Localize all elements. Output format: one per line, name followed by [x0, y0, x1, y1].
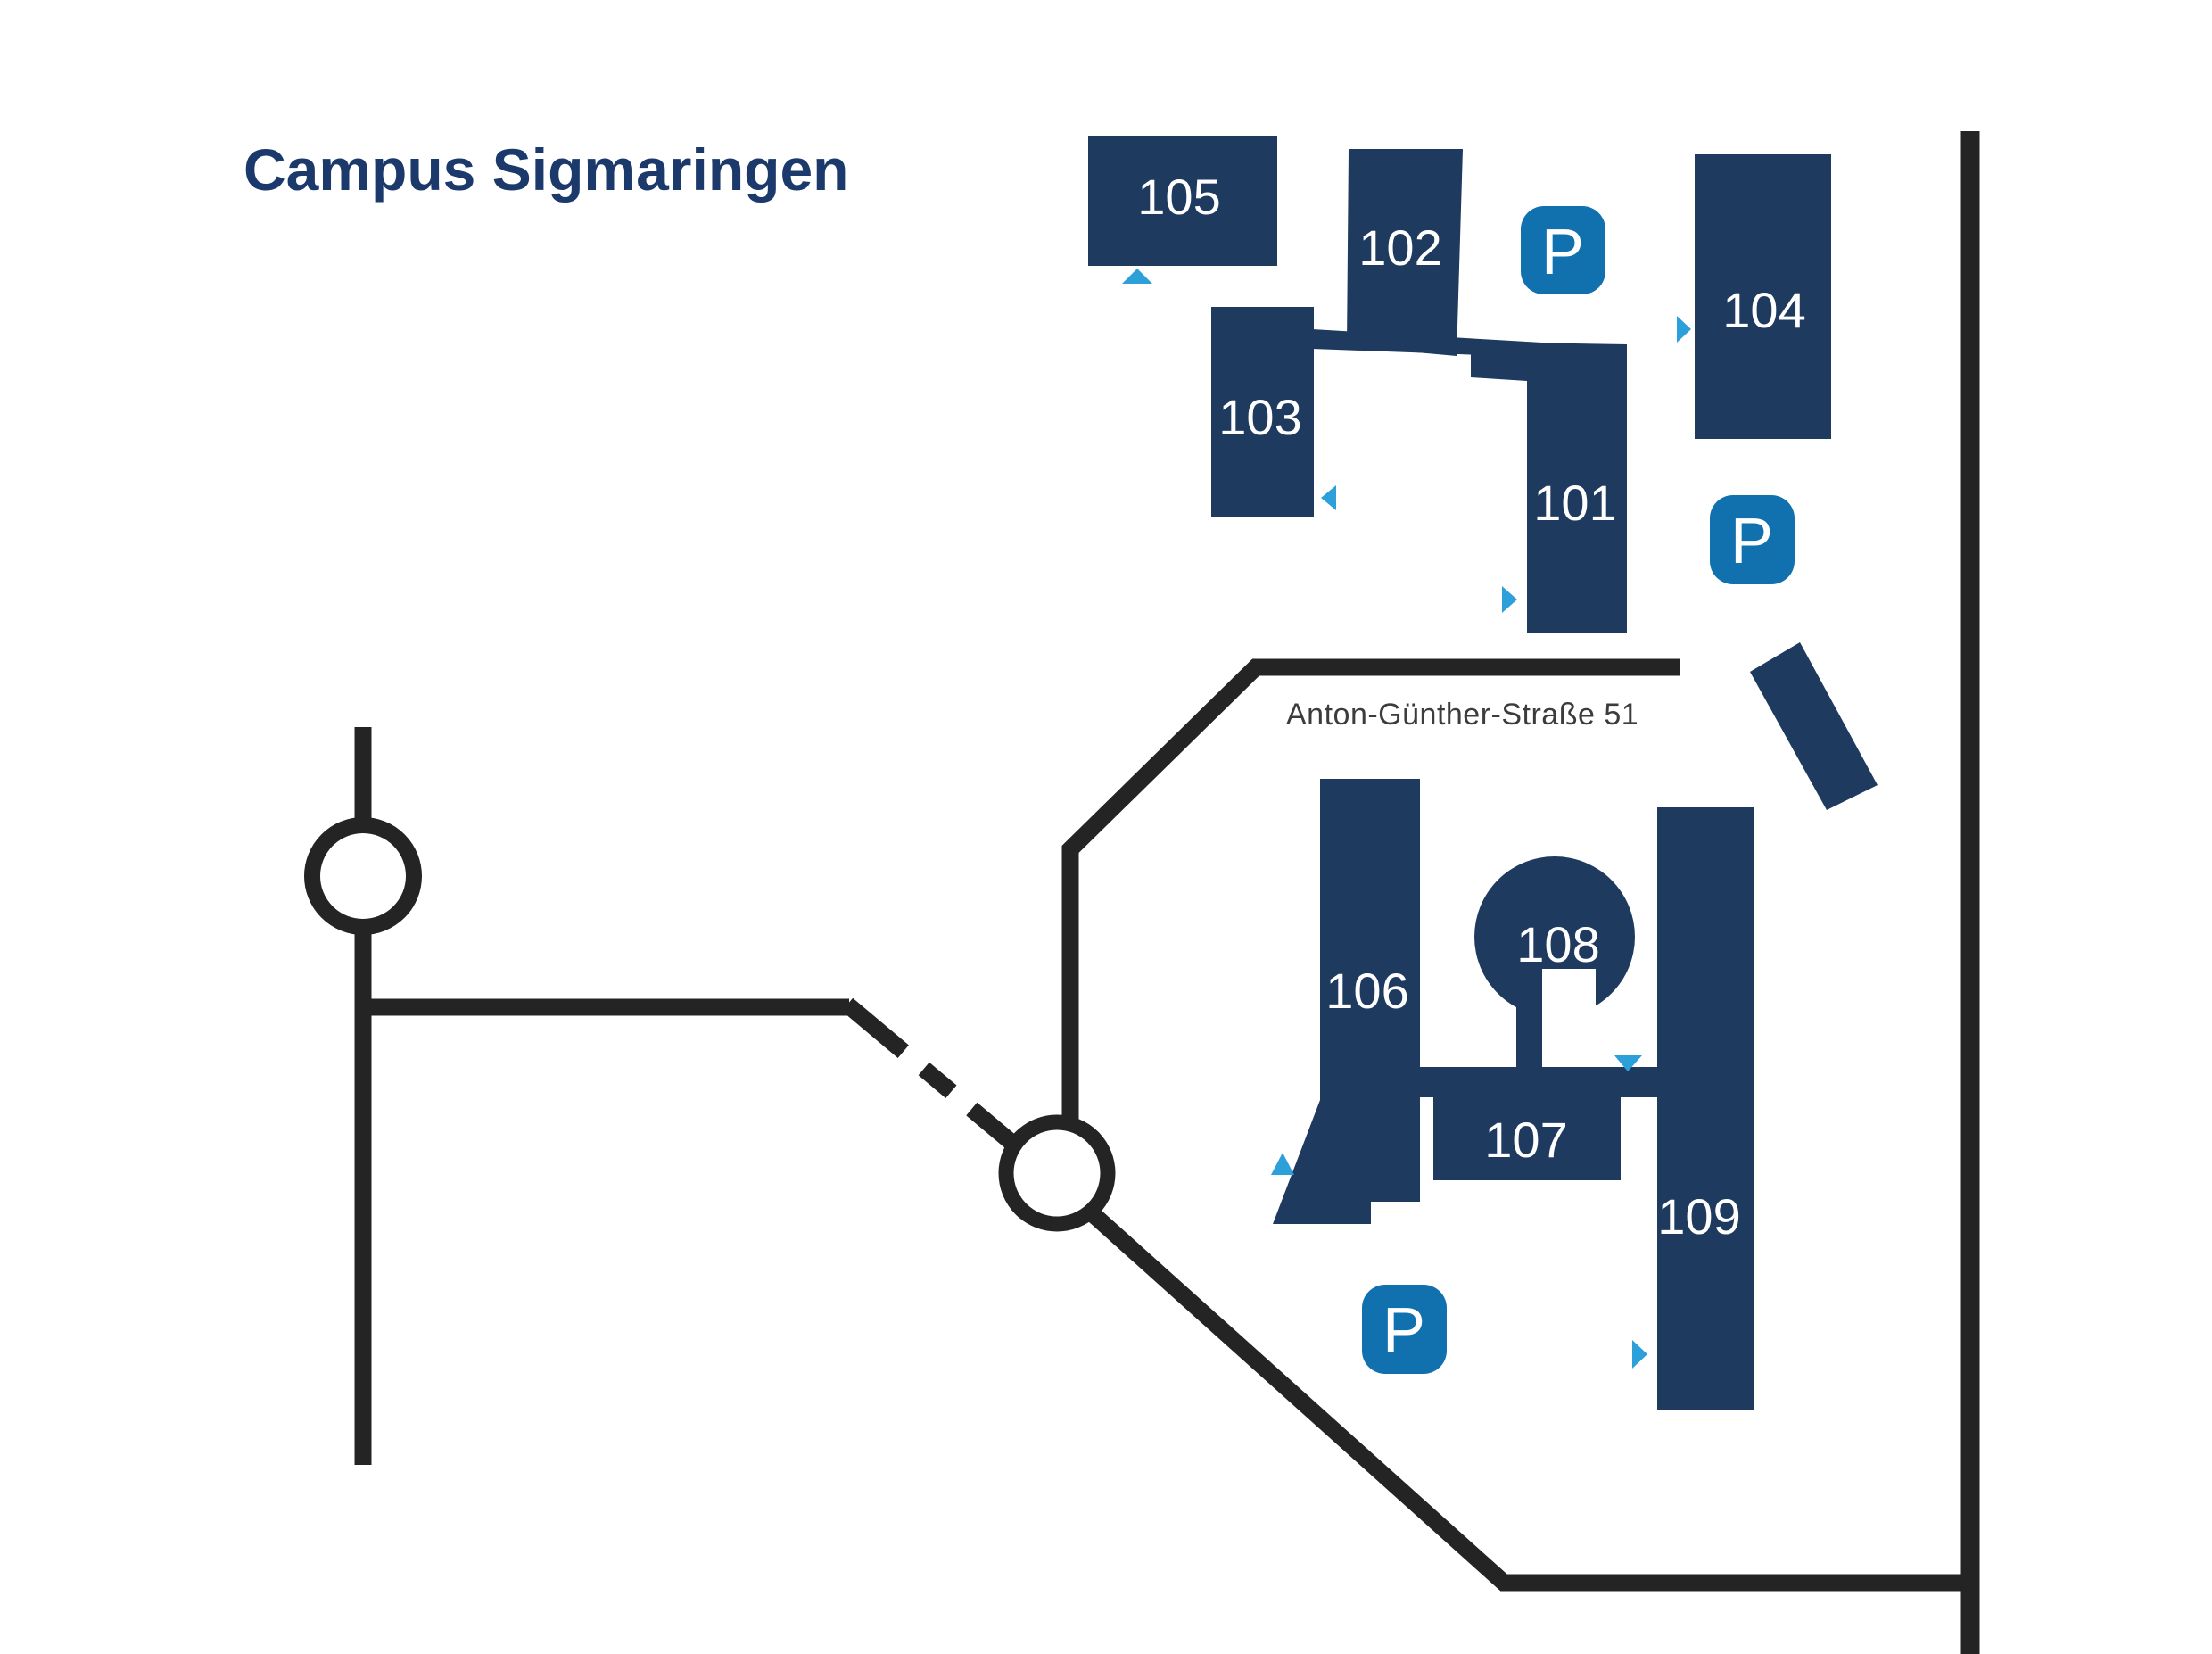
- parking-icons: P P P: [1362, 206, 1795, 1374]
- parking-south-label: P: [1382, 1295, 1425, 1367]
- building-annex-diagonal-shape: [1750, 642, 1878, 810]
- road-bottom-diagonal: [1084, 1204, 1978, 1592]
- building-105-shape: [1088, 136, 1277, 266]
- parking-icon-east: P: [1710, 495, 1795, 584]
- building-103-label: 103: [1218, 389, 1301, 445]
- building-101-shape: [1471, 342, 1627, 633]
- entrance-arrow-right-109-icon: [1632, 1340, 1647, 1369]
- parking-east-label: P: [1730, 506, 1773, 577]
- building-102-label: 102: [1358, 219, 1441, 276]
- building-106-label: 106: [1325, 963, 1408, 1019]
- building-104-label: 104: [1722, 282, 1805, 338]
- building-104-shape: [1695, 154, 1831, 439]
- road-network: [304, 131, 1980, 1654]
- building-101-label: 101: [1533, 475, 1616, 531]
- building-107-shape: [1433, 1097, 1621, 1180]
- entrance-arrow-right-101-icon: [1502, 586, 1517, 613]
- building-108-notch: [1542, 969, 1596, 1019]
- roundabout-campus-icon: [998, 1114, 1116, 1232]
- entrance-arrow-up-106-icon: [1271, 1153, 1294, 1175]
- road-anton-guenther-strasse: [1061, 658, 1680, 1133]
- building-105-label: 105: [1137, 169, 1220, 225]
- entrance-arrow-right-104-icon: [1677, 316, 1691, 343]
- parking-icon-north: P: [1521, 206, 1605, 294]
- building-109-shape: [1657, 807, 1754, 1410]
- buildings-layer: [1088, 136, 1878, 1410]
- building-107-label: 107: [1484, 1112, 1567, 1168]
- entrance-arrow-down-107-icon: [1614, 1055, 1642, 1071]
- building-109-label: 109: [1657, 1188, 1740, 1245]
- building-103-shape: [1211, 307, 1314, 517]
- entrance-arrow-up-105-icon: [1122, 269, 1152, 284]
- building-106-shape: [1273, 779, 1420, 1224]
- road-dashed-diagonal: [841, 997, 1032, 1162]
- building-107-bar-shape: [1420, 1067, 1657, 1097]
- page-title: Campus Sigmaringen: [243, 136, 848, 203]
- parking-north-label: P: [1541, 217, 1584, 288]
- entrance-arrow-left-103-icon: [1321, 485, 1336, 510]
- building-108-label: 108: [1516, 916, 1599, 972]
- building-102-shape: [1347, 149, 1463, 356]
- roundabout-west-icon: [304, 817, 422, 935]
- street-label: Anton-Günther-Straße 51: [1286, 698, 1638, 732]
- entrance-arrows: [1122, 269, 1691, 1369]
- parking-icon-south: P: [1362, 1285, 1447, 1374]
- building-labels: 105 102 103 101 104 106 107 108 109: [1137, 169, 1805, 1245]
- building-108-stem-shape: [1516, 968, 1542, 1071]
